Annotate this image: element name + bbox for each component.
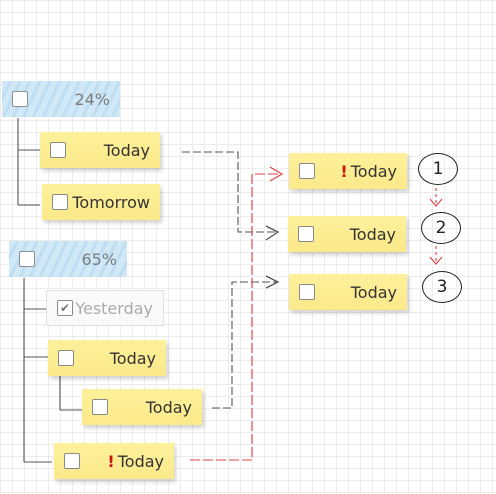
task-label: Today [350,282,397,302]
task-g2-today-sub[interactable]: Today [82,389,202,425]
tree-branch [59,375,82,411]
task-label: Today [103,140,150,160]
task-label: Tomorrow [72,192,150,212]
arrow-head [269,166,284,182]
task-checkbox[interactable] [64,453,80,469]
task-checkbox-checked[interactable]: ✔ [57,300,73,316]
task-label: !Today [107,451,164,471]
arrow-head [429,198,443,207]
group-2-progress: 65% [81,249,117,269]
arrow-head [265,275,280,289]
task-g2-today[interactable]: Today [48,340,166,376]
task-g2-today-priority[interactable]: !Today [54,443,174,479]
group-2-checkbox[interactable] [19,251,35,267]
task-g2-yesterday[interactable]: ✔ Yesterday [46,290,164,326]
sequence-task-1[interactable]: !Today [289,153,407,189]
group-1-progress: 24% [74,89,110,109]
arrow-head [429,256,443,265]
sequence-number-1: 1 [418,153,458,185]
task-checkbox[interactable] [52,194,68,210]
task-label: Today [145,397,192,417]
priority-icon: ! [340,161,348,181]
group-1-checkbox[interactable] [12,91,28,107]
dependency-link [212,281,278,409]
task-checkbox[interactable] [92,399,108,415]
task-checkbox[interactable] [50,142,66,158]
task-checkbox[interactable] [299,163,315,179]
task-g1-tomorrow[interactable]: Tomorrow [42,184,160,220]
sequence-number-3: 3 [422,271,462,303]
task-label: Yesterday [75,298,153,318]
checkmark-icon: ✔ [59,301,71,315]
sequence-number-2: 2 [421,212,461,244]
group-1-parent[interactable]: 24% [2,81,120,117]
sequence-task-3[interactable]: Today [289,274,407,310]
task-label: !Today [340,161,397,181]
task-checkbox[interactable] [58,350,74,366]
tree-branch [17,118,40,206]
group-2-parent[interactable]: 65% [9,241,127,277]
task-label: Today [109,348,156,368]
task-label: Today [349,224,396,244]
priority-icon: ! [107,451,115,471]
dependency-link-priority [190,173,282,461]
dependency-link [182,151,278,233]
sequence-task-2[interactable]: Today [288,216,406,252]
arrow-head [265,225,280,241]
task-checkbox[interactable] [298,226,314,242]
task-g1-today[interactable]: Today [40,132,160,168]
task-checkbox[interactable] [299,284,315,300]
tree-branch [23,278,52,463]
